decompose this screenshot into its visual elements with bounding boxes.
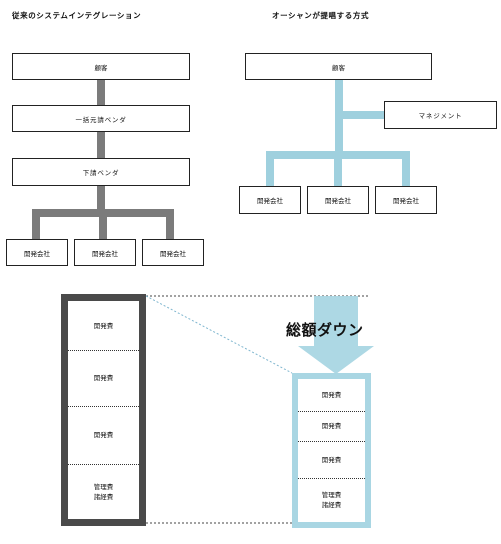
right-dev-box-1: 開発会社: [239, 186, 301, 214]
prime-vendor-box: 一括元請ベンダ: [12, 105, 190, 132]
total-cost-down-label: 総額ダウン: [286, 321, 364, 339]
management-box: マネジメント: [384, 101, 497, 129]
left-title: 従来のシステムインテグレーション: [12, 11, 142, 20]
sub-vendor-label: 下請ベンダ: [82, 169, 120, 177]
prime-vendor-label: 一括元請ベンダ: [75, 115, 127, 124]
proposed-cost-dev-3: 開発費: [298, 441, 365, 479]
conventional-cost-dev-3: 開発費: [68, 406, 139, 465]
cost-label: 開発費: [93, 374, 114, 382]
right-client-box: 顧客: [245, 53, 432, 80]
proposed-cost-overhead: 管理費 諸経費: [298, 478, 365, 522]
left-dev-box-2: 開発会社: [74, 239, 136, 266]
conventional-cost-overhead: 管理費 諸経費: [68, 464, 139, 519]
left-dev-box-3: 開発会社: [142, 239, 204, 266]
proposed-cost-dev-1: 開発費: [298, 379, 365, 412]
left-client-box: 顧客: [12, 53, 190, 80]
left-dev-label-2: 開発会社: [92, 249, 118, 258]
left-client-label: 顧客: [94, 63, 108, 72]
management-label: マネジメント: [418, 112, 463, 120]
cost-label: 管理費 諸経費: [321, 491, 342, 509]
right-client-label: 顧客: [332, 63, 345, 72]
proposed-cost-dev-2: 開発費: [298, 411, 365, 442]
conventional-cost-column: 開発費 開発費 開発費 管理費 諸経費: [61, 294, 146, 526]
right-dev-label-1: 開発会社: [257, 197, 283, 205]
comparison-guides: [145, 295, 370, 524]
diagonal-guide-line: [145, 295, 293, 374]
cost-label: 開発費: [321, 422, 342, 430]
down-arrow: [298, 296, 374, 374]
sub-vendor-box: 下請ベンダ: [12, 158, 190, 186]
conventional-cost-dev-2: 開発費: [68, 350, 139, 407]
cost-label: 開発費: [93, 431, 114, 439]
left-dev-label-3: 開発会社: [160, 249, 186, 258]
right-dev-label-3: 開発会社: [393, 197, 419, 205]
right-title: オーシャンが提唱する方式: [272, 11, 370, 20]
right-dev-label-2: 開発会社: [325, 197, 351, 205]
right-dev-box-3: 開発会社: [375, 186, 437, 214]
cost-label: 開発費: [321, 391, 342, 399]
conventional-cost-dev-1: 開発費: [68, 301, 139, 351]
cost-label: 管理費 諸経費: [93, 482, 114, 501]
right-dev-box-2: 開発会社: [307, 186, 369, 214]
left-dev-label-1: 開発会社: [24, 249, 50, 258]
proposed-cost-column: 開発費 開発費 開発費 管理費 諸経費: [292, 373, 371, 528]
left-dev-box-1: 開発会社: [6, 239, 68, 266]
right-connectors: [266, 80, 410, 186]
cost-label: 開発費: [321, 455, 342, 464]
left-connectors: [32, 80, 174, 239]
cost-label: 開発費: [93, 321, 114, 330]
